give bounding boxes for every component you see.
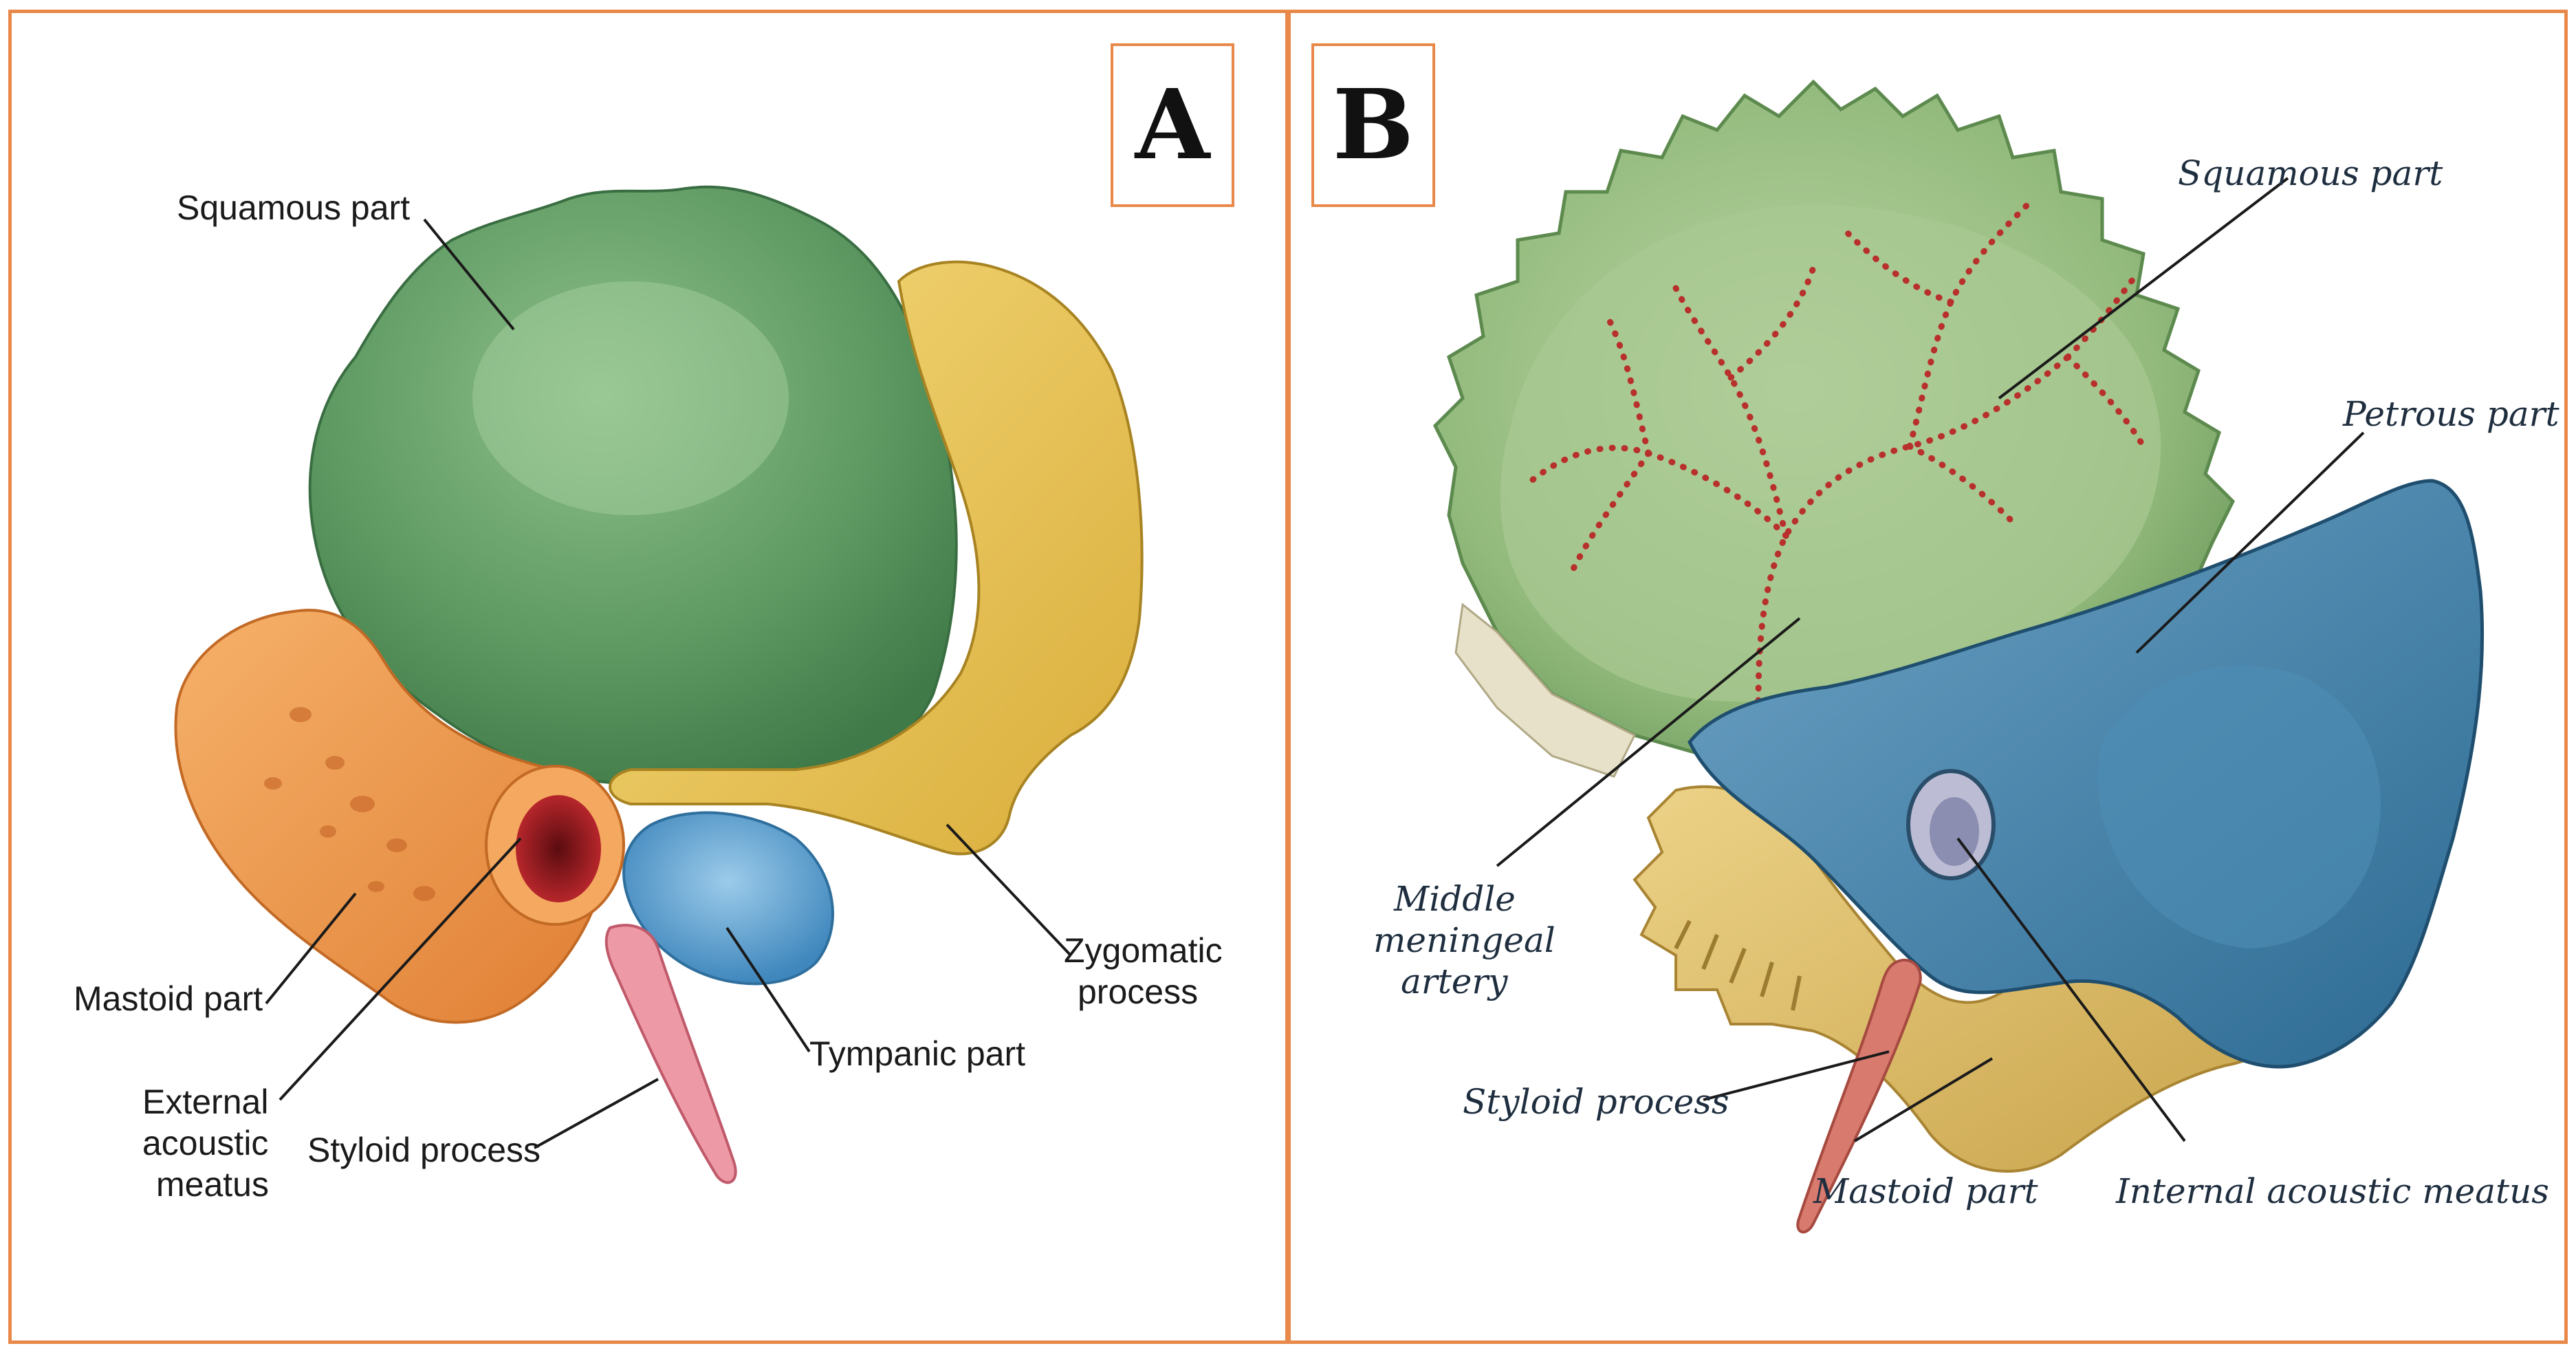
leader-tympanic — [725, 926, 811, 1053]
label-mastoid-part: Mastoid part — [1813, 1171, 2038, 1211]
leader-squamous — [1998, 177, 2289, 400]
label-internal-acoustic-meatus: Internal acoustic meatus — [2115, 1171, 2549, 1211]
leader-eam — [279, 837, 522, 1101]
panel-b-tag: B — [1311, 43, 1435, 207]
tympanic-part-shape — [622, 811, 834, 986]
leader-styloid — [1703, 1050, 1890, 1101]
label-eam-3: meatus — [156, 1165, 269, 1204]
label-tympanic-part: Tympanic part — [809, 1034, 1025, 1073]
label-eam-2: acoustic — [142, 1124, 268, 1162]
styloid-process-shape — [604, 924, 737, 1184]
label-mma-3: artery — [1401, 962, 1508, 1001]
squamous-highlight — [472, 281, 789, 515]
leader-mma — [1496, 617, 1801, 867]
squamous-part-shape — [308, 185, 958, 785]
zygomatic-process-shape — [609, 260, 1144, 856]
label-petrous-part: Petrous part — [2342, 394, 2560, 434]
panel-a-illustration: Squamous part Zygomatic process Tympanic… — [74, 185, 1223, 1204]
leader-mastoid — [265, 892, 357, 1005]
panel-a: A — [8, 10, 1289, 1344]
leader-iam — [1956, 837, 2186, 1142]
mastoid-part-shape — [174, 609, 610, 1024]
label-mastoid-part: Mastoid part — [74, 979, 263, 1018]
leader-mastoid — [1853, 1057, 1994, 1142]
petrous-ridge — [2097, 665, 2381, 948]
sutural-edge — [1454, 602, 1637, 778]
panel-b-illustration: Squamous part Petrous part Middle mening… — [1373, 79, 2560, 1234]
label-zygomatic-2: process — [1078, 973, 1198, 1011]
mastoid-serrations — [1674, 920, 1802, 1011]
leader-squamous — [423, 218, 515, 331]
label-styloid-process: Styloid process — [307, 1131, 541, 1169]
label-zygomatic-1: Zygomatic — [1064, 931, 1223, 970]
external-acoustic-meatus-hole — [516, 795, 601, 902]
label-squamous-part: Squamous part — [2178, 153, 2443, 193]
panel-b: B — [1287, 10, 2568, 1344]
label-squamous-part: Squamous part — [177, 188, 410, 227]
leader-styloid — [534, 1078, 659, 1149]
leader-petrous — [2135, 431, 2365, 654]
panel-a-tag: A — [1111, 43, 1234, 207]
mastoid-air-cells — [264, 707, 435, 901]
leader-zygomatic — [946, 823, 1072, 957]
label-mma-1: Middle — [1393, 879, 1516, 919]
squamous-inner-surface — [1500, 205, 2161, 702]
styloid-process-shape — [1796, 958, 1922, 1234]
label-mma-2: meningeal — [1373, 920, 1556, 960]
middle-meningeal-artery-branches — [1528, 202, 2147, 704]
label-styloid-process: Styloid process — [1463, 1082, 1729, 1122]
label-eam-1: External — [142, 1083, 268, 1121]
